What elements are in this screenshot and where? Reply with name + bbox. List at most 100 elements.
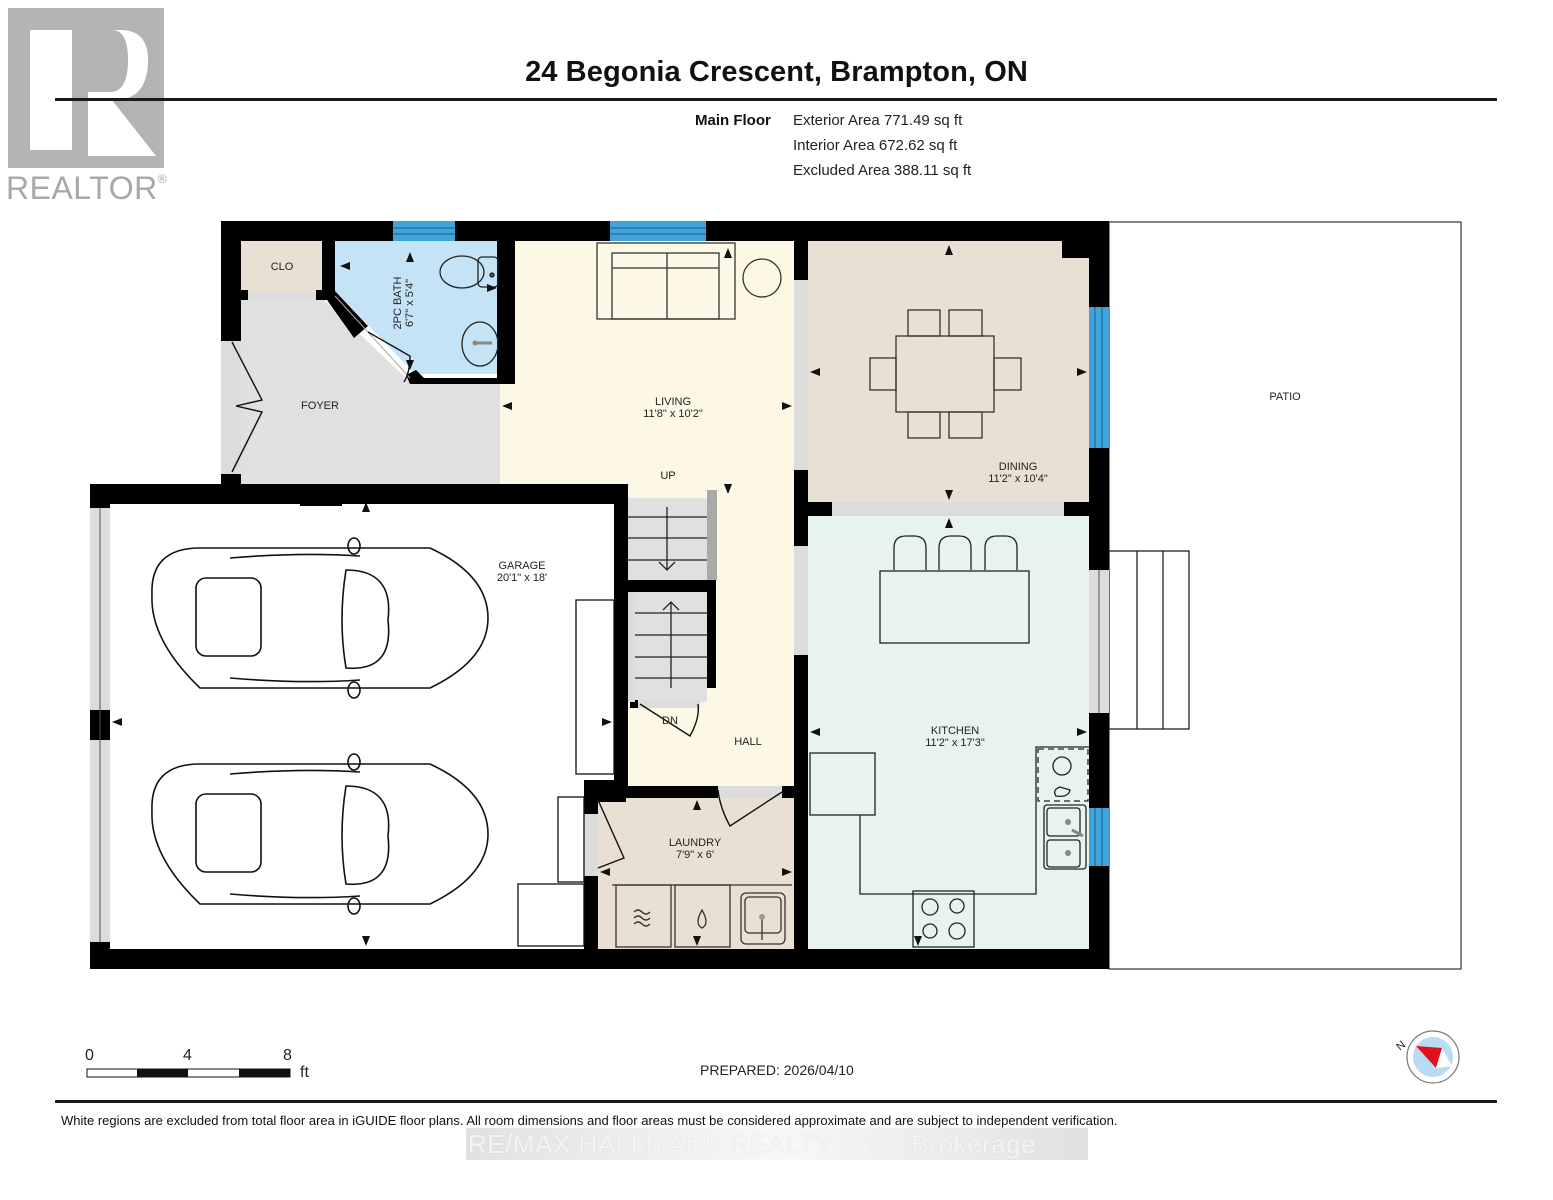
sink-icon [461, 321, 499, 367]
patio-steps [1108, 550, 1190, 730]
room-name: DINING [998, 461, 1038, 473]
garage-storage-icon [517, 883, 585, 947]
washer-icon [674, 884, 731, 948]
room-dims: 11'2" x 10'4" [988, 473, 1048, 485]
closet-fill [240, 240, 324, 292]
foyer-fill [240, 296, 500, 486]
room-name: FOYER [301, 400, 339, 412]
stairs-down-text: DN [662, 715, 678, 727]
scale-tick-8: 8 [283, 1047, 292, 1064]
front-door-icon [231, 341, 264, 473]
scale-bar [86, 1068, 291, 1078]
stool-icon [893, 535, 927, 570]
brokerage-watermark: RE/MAX HALLMARK REALTY LTD., Brokerage [466, 1128, 1088, 1160]
room-name: PATIO [1269, 391, 1301, 403]
bath-fill [335, 240, 497, 374]
stairs-up-text: UP [660, 470, 676, 482]
interior-area: Interior Area 672.62 sq ft [793, 137, 958, 154]
room-name: CLO [270, 261, 294, 273]
room-name: HALL [734, 736, 762, 748]
room-label-living: LIVING 11'8" x 10'2" [628, 396, 718, 420]
dishwasher-icon [1037, 748, 1089, 802]
footer-divider [55, 1100, 1497, 1103]
scale-tick-4: 4 [183, 1047, 192, 1064]
laundry-door-icon [597, 799, 625, 869]
compass-needle-icon [1416, 1046, 1442, 1068]
page-title: 24 Begonia Crescent, Brampton, ON [525, 56, 1028, 88]
dining-fill [808, 240, 1090, 502]
car-icon [151, 753, 489, 915]
realtor-r-icon [30, 30, 156, 156]
room-label-hall: HALL [718, 736, 778, 748]
stairs-up-label: UP [648, 470, 688, 482]
bath-fixtures [439, 255, 499, 367]
scale-unit: ft [300, 1064, 309, 1081]
stove-icon [912, 890, 975, 948]
exterior-area: Exterior Area 771.49 sq ft [793, 112, 963, 129]
garage-fixtures [517, 599, 615, 947]
room-dims: 7'9" x 6' [675, 849, 715, 861]
cars [151, 537, 489, 915]
stairs-upper-fill [628, 498, 708, 582]
car-icon [151, 537, 489, 699]
room-dims: 11'2" x 17'3" [925, 737, 985, 749]
realtor-logo-icon [8, 8, 164, 168]
stairs-down-label: DN [650, 715, 690, 727]
utility-sink-icon [740, 892, 786, 945]
realtor-wordmark: REALTOR® [6, 170, 167, 207]
scale-tick-0: 0 [85, 1047, 94, 1064]
window-bath [393, 221, 455, 241]
living-furniture [596, 242, 782, 320]
room-fills [240, 240, 1090, 950]
room-name: GARAGE [498, 560, 546, 572]
island-icon [879, 570, 1030, 644]
room-label-garage: GARAGE 20'1" x 18' [490, 560, 554, 584]
room-label-laundry: LAUNDRY 7'9" x 6' [655, 837, 735, 861]
garage-shelf-icon [575, 599, 615, 775]
realtor-text: REALTOR [6, 170, 158, 206]
openings [90, 280, 1109, 942]
room-label-dining: DINING 11'2" x 10'4" [973, 461, 1063, 485]
laundry-fixtures [612, 884, 792, 948]
room-dims: 11'8" x 10'2" [643, 408, 703, 420]
fridge-icon [809, 752, 876, 816]
registered-mark: ® [157, 172, 168, 186]
dryer-icon [615, 884, 672, 948]
stair-door-icon [639, 703, 700, 737]
header-divider [55, 98, 1497, 101]
laundry-fill [596, 798, 796, 950]
bath-door-icon [367, 331, 411, 383]
window-kitchen [1089, 808, 1109, 866]
room-name: 2PC BATH [392, 276, 404, 330]
room-name: LIVING [654, 396, 692, 408]
room-label-kitchen: KITCHEN 11'2" x 17'3" [910, 725, 1000, 749]
kitchen-sink-icon [1043, 804, 1087, 870]
room-name: KITCHEN [930, 725, 980, 737]
dimension-arrows [112, 245, 1087, 946]
floor-name: Main Floor [695, 112, 771, 129]
toilet-icon [439, 255, 485, 289]
windows [393, 221, 1109, 866]
window-living [610, 221, 706, 241]
compass-icon: N [1394, 1030, 1460, 1084]
kitchen-fixtures [809, 535, 1089, 948]
room-label-bath: 2PC BATH 6'7" x 5'4" [392, 267, 416, 339]
excluded-area: Excluded Area 388.11 sq ft [793, 162, 972, 179]
staircase [628, 507, 707, 688]
kitchen-fill [808, 514, 1090, 950]
room-label-patio: PATIO [1255, 391, 1315, 403]
doors [231, 331, 783, 869]
room-dims: 20'1" x 18' [496, 572, 548, 584]
side-table-icon [742, 258, 782, 298]
room-name: LAUNDRY [668, 837, 722, 849]
dining-table-icon [869, 309, 1022, 439]
hall-door-icon [717, 789, 783, 827]
living-fill [500, 240, 796, 486]
disclaimer-text: White regions are excluded from total fl… [61, 1113, 1118, 1128]
room-label-foyer: FOYER [290, 400, 350, 412]
room-dims: 6'7" x 5'4" [404, 278, 416, 328]
compass-north-label: N [1394, 1039, 1408, 1053]
prepared-date: PREPARED: 2026/04/10 [700, 1062, 854, 1078]
room-label-closet: CLO [262, 261, 302, 273]
